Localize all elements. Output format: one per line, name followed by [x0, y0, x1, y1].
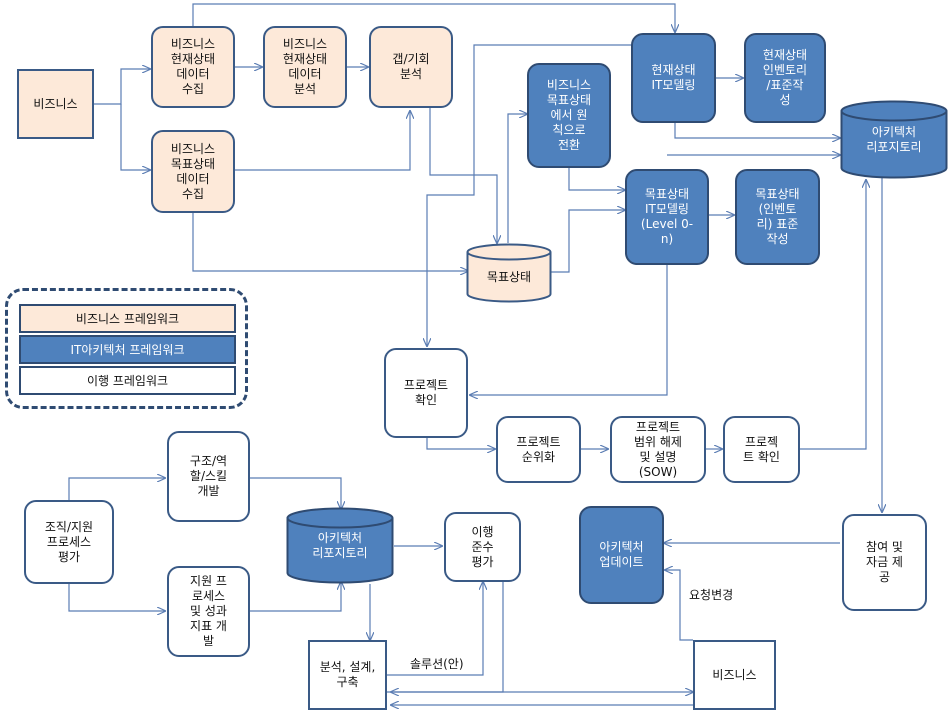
legend-migration: 이행 프레임워크	[19, 366, 236, 395]
project-confirm-node: 프로젝트 확인	[384, 348, 468, 438]
project-scope-node: 프로젝트 범위 해제 및 설명 (SOW)	[610, 416, 706, 483]
edge-project-to-priority	[426, 438, 495, 449]
architecture-update-node: 아키텍처 업데이트	[579, 506, 664, 604]
edge-confirm-to-repository	[800, 180, 866, 450]
edge-target-collect-to-target-state	[192, 213, 468, 271]
business-end-node: 비즈니스	[693, 640, 776, 710]
edge-org-to-structure	[68, 478, 165, 502]
legend-business: 비즈니스 프레임워크	[19, 304, 236, 333]
target-it-model-node: 목표상태 IT모델링 (Level 0- n)	[625, 169, 709, 265]
edge-build-to-migration	[387, 582, 483, 676]
support-process-dev-node: 지원 프 로세스 및 성과 지표 개 발	[167, 566, 250, 657]
business-current-analysis-node: 비즈니스 현재상태 데이터 분석	[263, 26, 347, 108]
edge-current-it-to-project	[427, 44, 631, 346]
project-priority-node: 프로젝트 순위화	[496, 416, 581, 483]
target-inventory-node: 목표상태 (인벤토 리) 표준 작성	[735, 169, 820, 265]
target-state-cylinder: 목표상태	[466, 243, 552, 303]
structure-skill-dev-node: 구조/역 할/스킬 개발	[167, 431, 250, 522]
edge-current-it-to-repository	[674, 122, 840, 138]
solution-draft-label: 솔루션(안)	[410, 657, 464, 671]
repository-bottom-label: 아키텍처 리포지토리	[312, 530, 368, 560]
edge-structure-to-repository	[250, 477, 341, 509]
org-process-eval-node: 조직/지원 프로세스 평가	[24, 500, 114, 584]
edge-support-to-repository	[250, 582, 341, 612]
edge-target-it-to-project	[470, 265, 668, 395]
migration-compliance-node: 이행 준수 평가	[444, 512, 521, 582]
project-confirm2-node: 프로젝 트 확인	[723, 416, 800, 483]
repository-top-label: 아키텍처 리포지토리	[866, 124, 922, 154]
edge-top-loop-to-current-it	[192, 3, 675, 32]
architecture-repository-bottom: 아키텍처 리포지토리	[286, 507, 394, 584]
architecture-repository-top: 아키텍처 리포지토리	[840, 100, 948, 179]
participation-funding-node: 참여 및 자금 제 공	[842, 514, 927, 611]
current-it-model-node: 현재상태 IT모델링	[631, 33, 716, 123]
change-request-label: 요청변경	[689, 588, 734, 602]
legend: 비즈니스 프레임워크 IT아키텍처 프레임워크 이행 프레임워크	[5, 288, 248, 409]
edge-target-state-to-principle	[507, 114, 527, 243]
edge-gap-to-target-state	[429, 108, 497, 243]
edge-target-state-to-target-it	[551, 210, 625, 273]
target-principle-node: 비즈니스 목표상태 에서 원 칙으로 전환	[527, 63, 611, 168]
business-current-collect-node: 비즈니스 현재상태 데이터 수집	[151, 26, 235, 108]
gap-analysis-node: 갭/기회 분석	[369, 26, 453, 108]
legend-it: IT아키텍처 프레임워크	[19, 335, 236, 364]
current-inventory-node: 현재상태 인벤토리 /표준작 성	[744, 33, 826, 123]
analysis-design-build-node: 분석, 설계, 구축	[308, 640, 387, 710]
business-target-collect-node: 비즈니스 목표상태 데이터 수집	[151, 130, 235, 213]
edge-biz-to-target-collect	[120, 104, 150, 170]
edge-target-collect-to-gap	[235, 111, 410, 171]
edge-principle-to-target-it	[568, 168, 625, 190]
target-state-label: 목표상태	[486, 269, 532, 284]
edge-biz-to-update	[665, 570, 693, 641]
edge-biz-to-current-collect	[94, 69, 150, 105]
business-start-node: 비즈니스	[17, 69, 94, 139]
